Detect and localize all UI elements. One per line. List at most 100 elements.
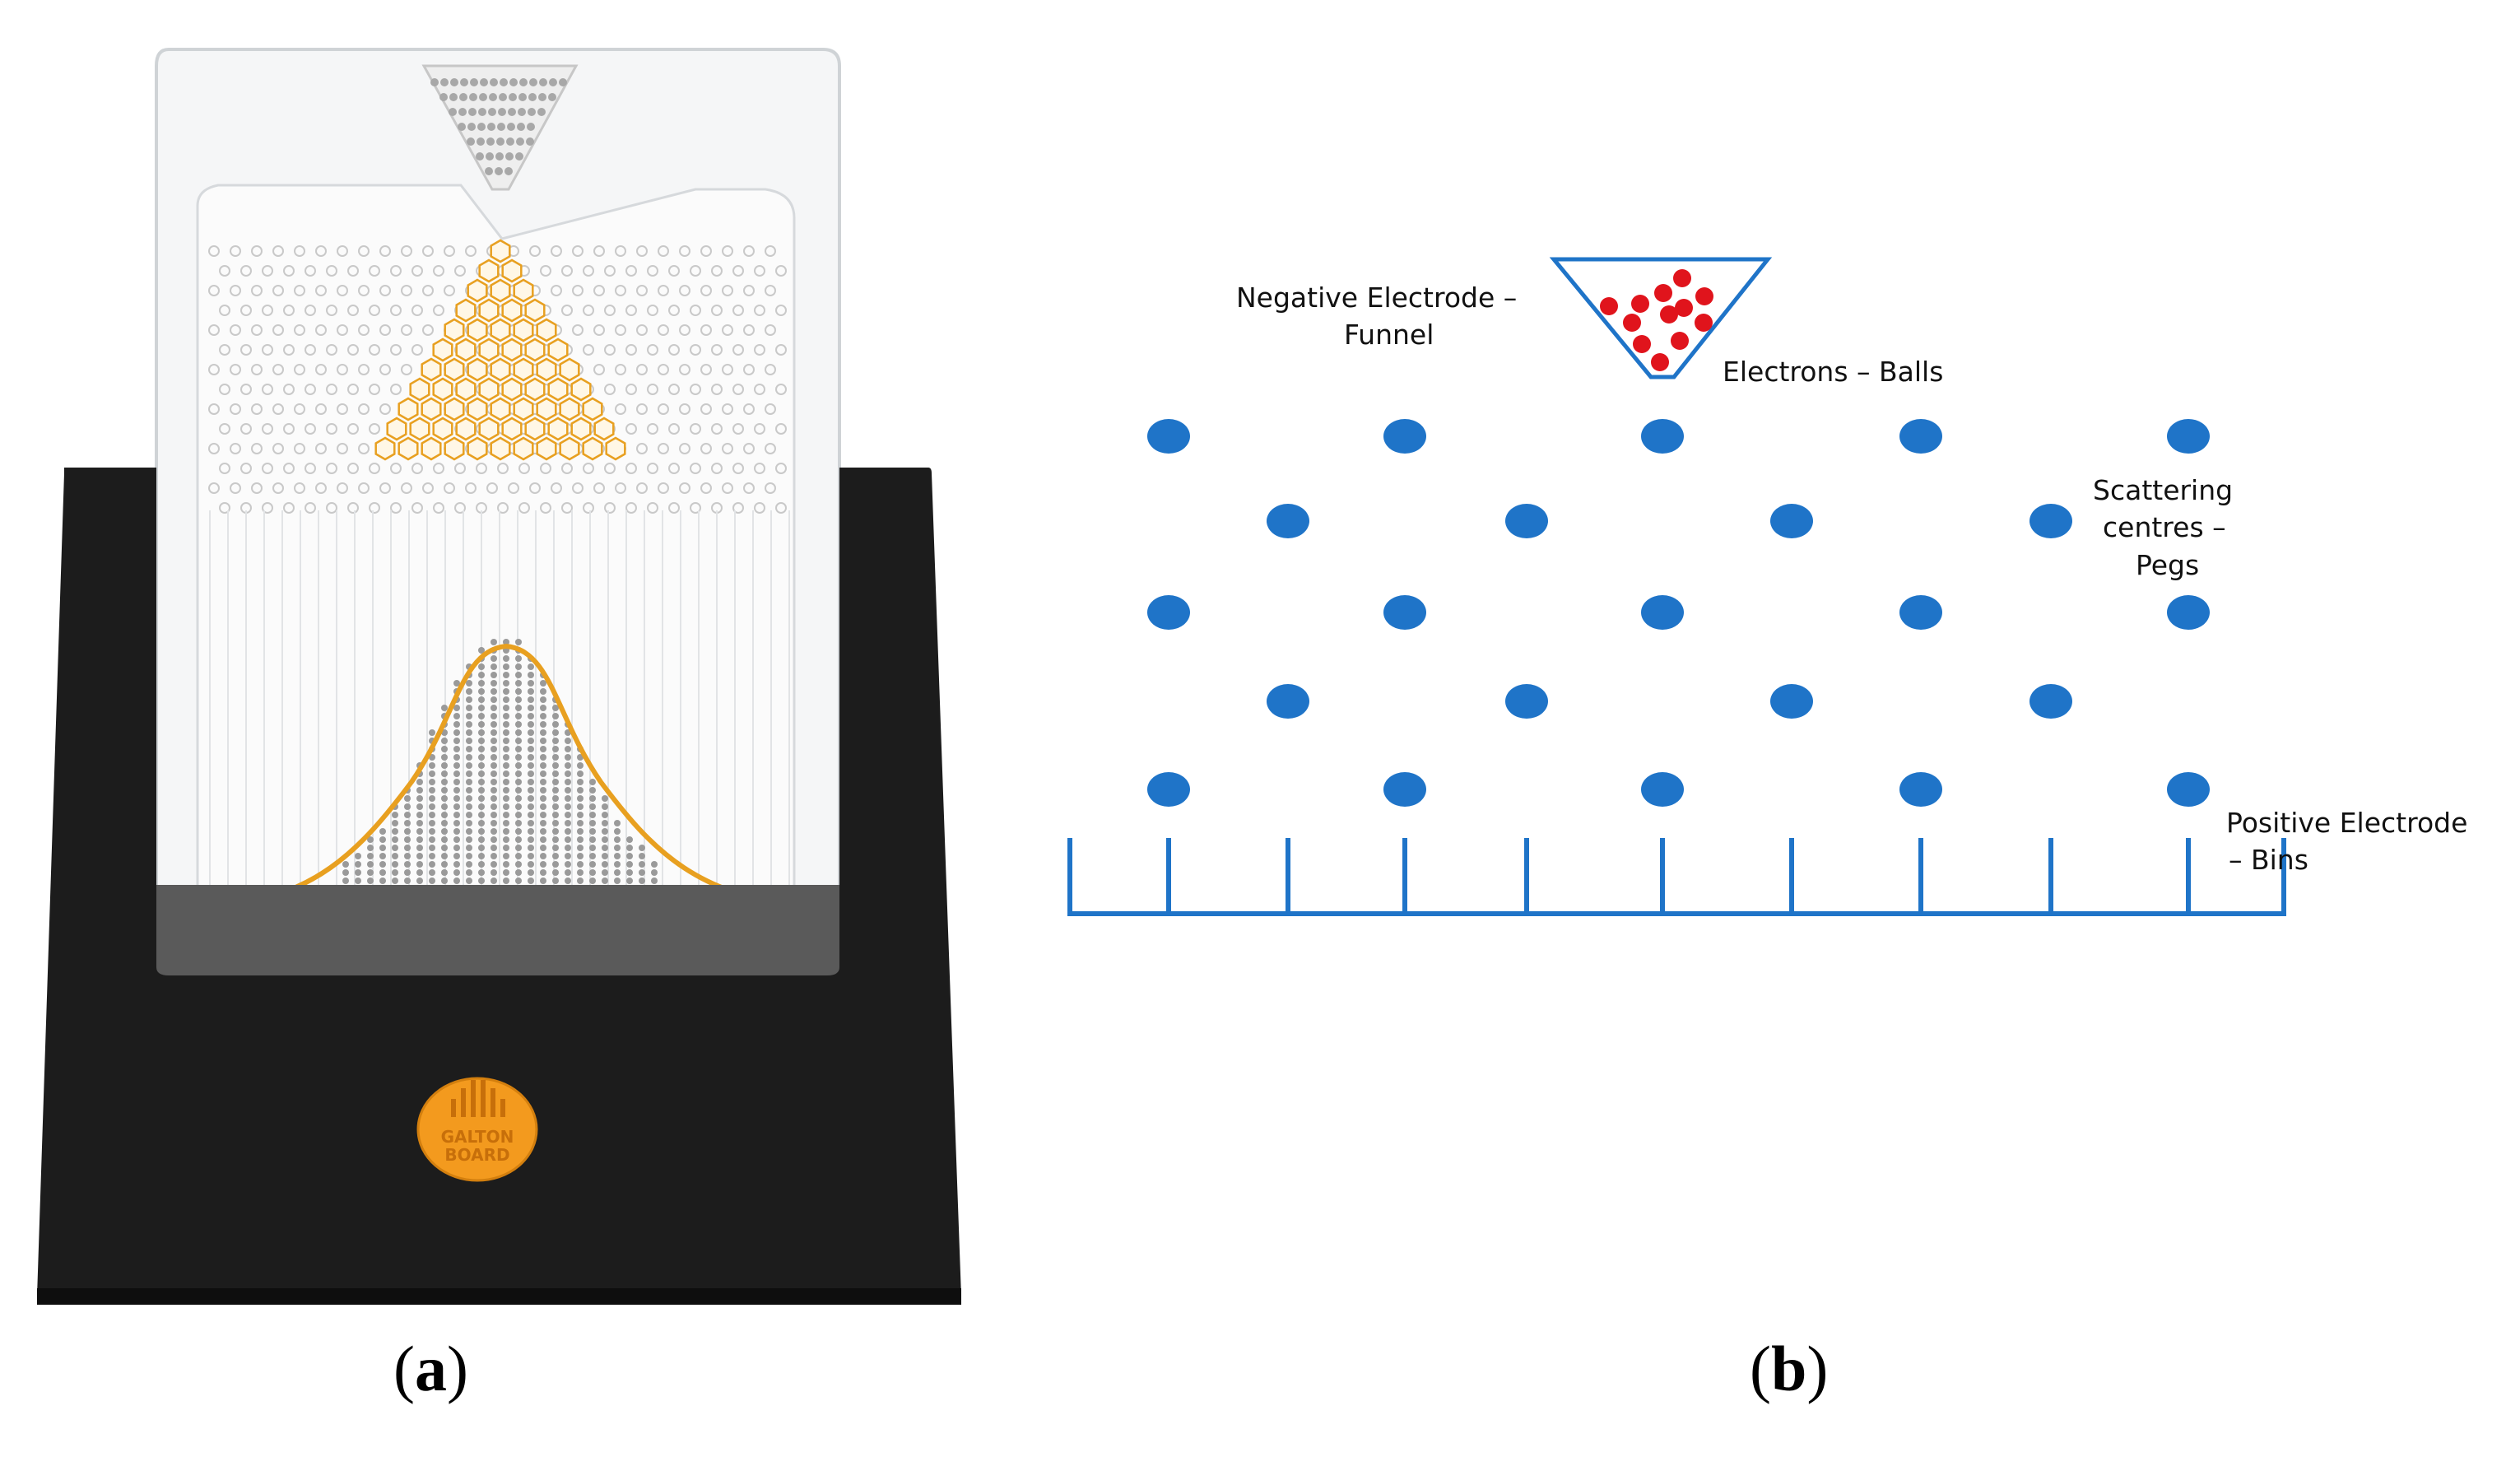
pascal-hex: [501, 417, 523, 441]
steel-ball: [429, 845, 435, 851]
pascal-hex: [513, 397, 534, 421]
board-peg: [422, 324, 434, 336]
steel-ball: [503, 877, 509, 884]
steel-ball: [540, 762, 546, 769]
steel-ball: [515, 639, 522, 645]
steel-ball: [440, 78, 449, 86]
steel-ball: [577, 812, 584, 818]
steel-ball: [602, 803, 608, 810]
board-peg: [625, 423, 637, 435]
steel-ball: [503, 779, 509, 785]
label-pegs-line3: Pegs: [2136, 549, 2199, 581]
steel-ball: [589, 795, 596, 802]
board-peg: [732, 384, 744, 395]
steel-ball: [392, 812, 398, 818]
steel-ball: [552, 820, 559, 826]
steel-ball: [468, 108, 477, 116]
scattering-peg: [1899, 595, 1942, 630]
board-peg: [775, 305, 787, 316]
board-peg: [358, 403, 370, 415]
steel-ball: [651, 877, 658, 884]
pascal-hex: [547, 377, 569, 402]
board-peg: [230, 245, 241, 257]
steel-ball: [519, 78, 528, 86]
steel-ball: [565, 869, 571, 876]
normal-curve: [205, 643, 824, 908]
steel-ball: [453, 795, 460, 802]
steel-ball: [528, 754, 534, 761]
board-peg: [572, 285, 584, 296]
steel-ball: [528, 672, 534, 678]
pascal-hex: [478, 337, 500, 362]
board-peg: [679, 285, 690, 296]
board-peg: [326, 344, 337, 356]
pascal-hex: [524, 337, 546, 362]
board-peg: [765, 403, 776, 415]
steel-ball: [466, 770, 472, 777]
steel-ball: [577, 828, 584, 835]
steel-ball: [497, 123, 505, 131]
steel-ball: [552, 836, 559, 843]
scattering-peg: [1147, 419, 1190, 454]
caption-b: (b): [1750, 1333, 1829, 1404]
steel-ball: [392, 877, 398, 884]
steel-ball: [477, 137, 485, 146]
board-peg: [679, 443, 690, 454]
label-pegs-line2: centres –: [2103, 511, 2226, 543]
steel-ball: [515, 754, 522, 761]
pascal-hex: [478, 298, 500, 323]
steel-ball: [441, 779, 448, 785]
pascal-hex: [409, 377, 430, 402]
pascal-hex: [582, 397, 603, 421]
electron-ball: [1695, 287, 1713, 305]
steel-ball: [441, 803, 448, 810]
steel-ball: [589, 861, 596, 868]
board-peg: [251, 403, 263, 415]
board-peg: [690, 463, 701, 474]
steel-ball: [478, 713, 485, 719]
board-peg: [636, 245, 648, 257]
steel-ball: [478, 770, 485, 777]
steel-ball: [429, 787, 435, 794]
pascal-hex: [513, 278, 534, 303]
board-peg: [294, 364, 305, 375]
steel-ball: [528, 705, 534, 711]
board-peg: [390, 463, 402, 474]
steel-ball: [404, 820, 411, 826]
steel-ball: [367, 836, 374, 843]
board-peg: [337, 245, 348, 257]
board-peg: [422, 285, 434, 296]
board-peg: [219, 463, 230, 474]
steel-ball: [503, 639, 509, 645]
board-peg: [262, 502, 273, 514]
board-peg: [444, 245, 455, 257]
board-peg: [315, 364, 327, 375]
steel-ball: [466, 713, 472, 719]
scattering-pegs: [1147, 419, 2210, 807]
steel-ball: [441, 853, 448, 859]
scattering-peg: [2167, 595, 2210, 630]
board-peg: [240, 384, 252, 395]
pascal-hex: [547, 337, 569, 362]
steel-ball: [416, 861, 423, 868]
steel-ball: [466, 877, 472, 884]
board-peg: [604, 305, 616, 316]
board-peg: [401, 482, 412, 494]
pascal-triangle-hexes: [374, 239, 626, 461]
board-peg: [465, 482, 477, 494]
steel-ball: [504, 167, 513, 175]
board-peg: [272, 324, 284, 336]
pascal-hex: [455, 298, 477, 323]
board-peg: [658, 285, 669, 296]
scattering-peg: [1383, 595, 1426, 630]
steel-ball: [441, 861, 448, 868]
steel-ball: [404, 845, 411, 851]
steel-ball: [503, 655, 509, 662]
steel-ball: [478, 729, 485, 736]
steel-ball: [404, 836, 411, 843]
board-peg: [379, 364, 391, 375]
board-peg: [240, 463, 252, 474]
steel-ball: [528, 729, 534, 736]
pascal-hex: [432, 417, 453, 441]
steel-ball: [416, 845, 423, 851]
